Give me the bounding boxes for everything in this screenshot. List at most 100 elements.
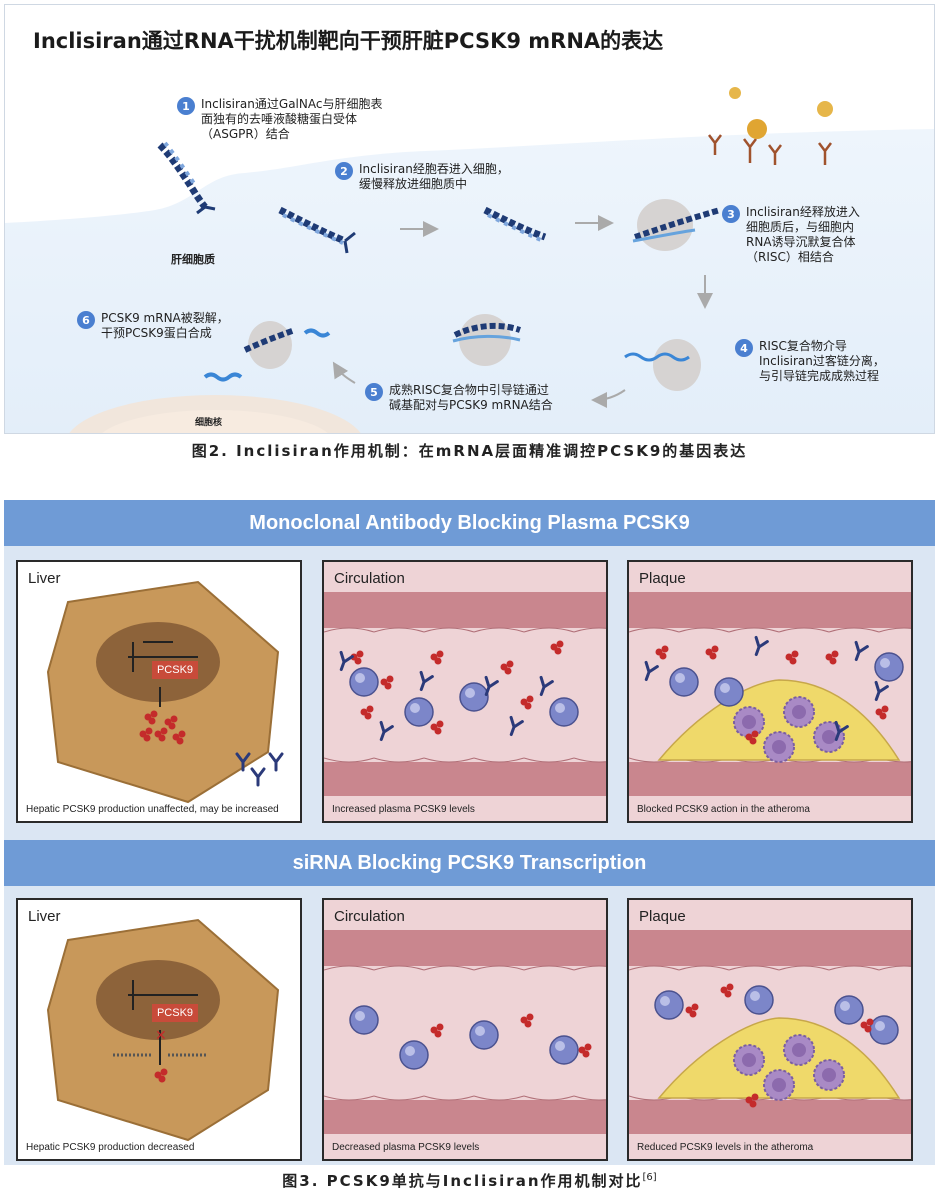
circulation-illustration-sirna bbox=[324, 900, 606, 1159]
plaque-illustration-sirna bbox=[629, 900, 911, 1159]
antibody-icon bbox=[484, 675, 499, 697]
pcsk9-protein-icon bbox=[655, 645, 669, 660]
figure-3-panel: Monoclonal Antibody Blocking Plasma PCSK… bbox=[4, 500, 935, 1165]
liver-illustration-mab bbox=[46, 580, 284, 804]
block-mark-icon: ✕ bbox=[155, 1028, 167, 1044]
risc-complex-1-icon bbox=[632, 199, 721, 251]
panel-plaque-mab: Plaque Blocked PCSK9 action in the ather… bbox=[627, 560, 913, 823]
foam-cell-icon bbox=[813, 721, 845, 753]
ldl-particle-icon bbox=[834, 995, 864, 1025]
foam-cell-icon bbox=[763, 1069, 795, 1101]
ldl-particle-icon bbox=[744, 985, 774, 1015]
step-2-number: 2 bbox=[335, 162, 353, 180]
figure-2-caption: 图2. Inclisiran作用机制：在mRNA层面精准调控PCSK9的基因表达 bbox=[191, 442, 748, 460]
endothelium-line bbox=[423, 1095, 475, 1101]
step-4-text: RISC复合物介导 Inclisiran过客链分离， 与引导链完成成熟过程 bbox=[759, 339, 885, 383]
ldl-particle-icon bbox=[459, 682, 489, 712]
pcsk9-protein-icon bbox=[154, 1068, 168, 1083]
endothelium-line bbox=[324, 757, 375, 763]
endothelium-line bbox=[728, 965, 780, 971]
risc-complex-3-icon bbox=[452, 314, 521, 366]
antibody-icon bbox=[509, 715, 524, 737]
foam-cell-icon bbox=[783, 696, 815, 728]
pcsk9-gene-label: PCSK9 bbox=[152, 1004, 198, 1022]
ldl-particle-icon bbox=[654, 990, 684, 1020]
endothelium-line bbox=[473, 1095, 525, 1101]
step-5-number: 5 bbox=[365, 383, 383, 401]
pcsk9-protein-icon bbox=[685, 1003, 699, 1018]
endothelium-line bbox=[629, 627, 680, 633]
panel-plaque-sirna: Plaque Reduced PCSK9 levels in the ather… bbox=[627, 898, 913, 1161]
endothelium-line bbox=[523, 757, 575, 763]
vessel-wall-bottom bbox=[324, 1100, 606, 1134]
panel-liver-sirna: ✕ Liver PCSK9 Hepatic PCSK9 production d… bbox=[16, 898, 302, 1161]
panel-caption: Decreased plasma PCSK9 levels bbox=[332, 1142, 480, 1153]
panel-title: Plaque bbox=[639, 908, 686, 925]
figure-2-title: Inclisiran通过RNA干扰机制靶向干预肝脏PCSK9 mRNA的表达 bbox=[33, 29, 664, 53]
ldl-particle-icon bbox=[869, 1015, 899, 1045]
endothelium-line bbox=[423, 627, 475, 633]
antibody-icon bbox=[339, 650, 354, 672]
ldl-particle-icon bbox=[714, 677, 744, 707]
inclisiran-strand-1-icon bbox=[157, 141, 216, 215]
pcsk9-protein-icon bbox=[500, 660, 514, 675]
panel-caption: Blocked PCSK9 action in the atheroma bbox=[637, 804, 810, 815]
pcsk9-protein-icon bbox=[825, 650, 839, 665]
pcsk9-protein-icon bbox=[144, 710, 158, 725]
antibody-icon bbox=[235, 752, 251, 772]
endothelium-line bbox=[828, 627, 880, 633]
cytoplasm-label: 肝细胞质 bbox=[171, 253, 215, 266]
pcsk9-protein-icon bbox=[380, 675, 394, 690]
endothelium-line bbox=[573, 757, 606, 763]
ldl-particle-icon bbox=[404, 697, 434, 727]
gene-line-icon bbox=[128, 980, 198, 1010]
foam-cell-icon bbox=[813, 1059, 845, 1091]
endothelium-line bbox=[629, 965, 680, 971]
pcsk9-protein-icon bbox=[154, 727, 168, 742]
pcsk9-protein-icon bbox=[785, 650, 799, 665]
foam-cell-icon bbox=[763, 731, 795, 763]
endothelium-line bbox=[878, 627, 911, 633]
figure-3-caption-text: 图3. PCSK9单抗与Inclisiran作用机制对比 bbox=[282, 1172, 643, 1190]
step-3-text: Inclisiran经释放进入 细胞质后，与细胞内 RNA诱导沉默复合体 （RI… bbox=[746, 205, 860, 264]
figure-2-panel: Inclisiran通过RNA干扰机制靶向干预肝脏PCSK9 mRNA的表达 1… bbox=[4, 4, 935, 434]
pcsk9-protein-icon bbox=[745, 1093, 759, 1108]
pcsk9-protein-icon bbox=[520, 695, 534, 710]
cytoplasm-area bbox=[5, 129, 934, 433]
inclisiran-strand-3-icon bbox=[483, 206, 547, 243]
panel-caption: Reduced PCSK9 levels in the atheroma bbox=[637, 1142, 814, 1153]
step-1-text: Inclisiran通过GalNAc与肝细胞表 面独有的去唾液酸糖蛋白受体 （A… bbox=[201, 97, 383, 141]
pcsk9-protein-icon bbox=[164, 715, 178, 730]
pcsk9-protein-icon bbox=[860, 1018, 874, 1033]
gene-line-icon bbox=[128, 642, 198, 672]
antibody-icon bbox=[644, 660, 659, 682]
endothelium-line bbox=[373, 627, 425, 633]
step-5-text: 成熟RISC复合物中引导链通过 碱基配对与PCSK9 mRNA结合 bbox=[389, 383, 553, 412]
endothelium-line bbox=[778, 627, 830, 633]
endothelium-line bbox=[523, 1095, 575, 1101]
endothelium-line bbox=[523, 965, 575, 971]
endothelium-line bbox=[573, 627, 606, 633]
endothelium-line bbox=[573, 965, 606, 971]
ldl-particle-icon bbox=[349, 1005, 379, 1035]
foam-cell-icon bbox=[733, 1044, 765, 1076]
endothelium-line bbox=[573, 1095, 606, 1101]
panel-title: Liver bbox=[28, 908, 61, 925]
step-1-number: 1 bbox=[177, 97, 195, 115]
endothelium-line bbox=[324, 1095, 375, 1101]
ldl-particle-icon bbox=[874, 652, 904, 682]
vessel-wall-top bbox=[629, 592, 911, 628]
endothelium-line bbox=[728, 627, 780, 633]
plaque-illustration-mab bbox=[629, 562, 911, 821]
panel-caption: Hepatic PCSK9 production unaffected, may… bbox=[26, 804, 279, 815]
pcsk9-protein-icon bbox=[578, 1043, 592, 1058]
antibody-icon bbox=[834, 720, 849, 742]
band-monoclonal: Monoclonal Antibody Blocking Plasma PCSK… bbox=[4, 500, 935, 546]
citation-ref: [6] bbox=[642, 1172, 657, 1183]
liver-illustration-sirna: ✕ bbox=[46, 918, 280, 1142]
circulation-illustration-mab bbox=[324, 562, 606, 821]
step-4-number: 4 bbox=[735, 339, 753, 357]
antibody-icon bbox=[854, 640, 869, 662]
foam-cell-icon bbox=[783, 1034, 815, 1066]
panel-liver-mab: Liver PCSK9 Hepatic PCSK9 production una… bbox=[16, 560, 302, 823]
